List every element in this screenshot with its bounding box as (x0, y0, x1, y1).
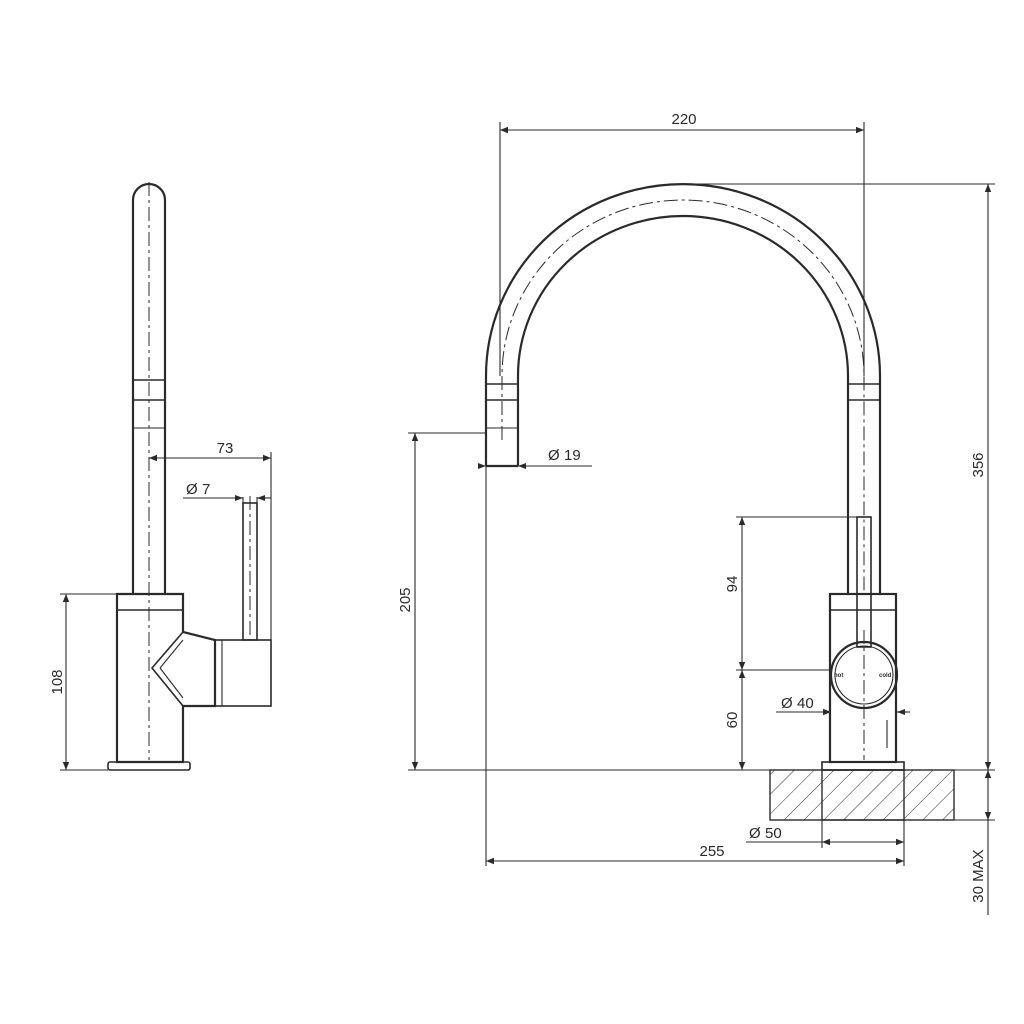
front-spout-inner (516, 214, 850, 594)
side-handle-block (214, 639, 272, 707)
dim-dia40-label: 40 (797, 695, 814, 712)
mounting-hole (821, 769, 905, 821)
dim-94-label: 94 (724, 576, 741, 593)
side-view: 73 Ø 7 108 (49, 182, 272, 771)
dim-255-label: 255 (699, 843, 724, 860)
dim-220-label: 220 (671, 111, 696, 128)
dim-205-label: 205 (397, 587, 414, 612)
benchtop-section (769, 769, 955, 821)
dim-dia7-symbol: Ø (186, 481, 198, 498)
dim-73-label: 73 (217, 440, 234, 457)
side-body (115, 592, 217, 764)
side-base-plate (107, 761, 191, 771)
dim-dia19-label: 19 (564, 447, 581, 464)
front-lever (856, 516, 872, 648)
dim-356-label: 356 (970, 452, 987, 477)
dim-108-label: 108 (49, 669, 66, 694)
front-base-plate (821, 761, 905, 771)
dim-dia7-label: 7 (202, 481, 210, 498)
dim-dia50-symbol: Ø (749, 825, 761, 842)
front-view: hot cold 220 356 30 MAX 205 Ø 1 (397, 111, 995, 915)
dim-dia40-symbol: Ø (781, 695, 793, 712)
dim-30max-label: 30 MAX (970, 849, 987, 902)
dim-dia19-symbol: Ø (548, 447, 560, 464)
cold-label: cold (879, 673, 892, 679)
dim-dia50-label: 50 (765, 825, 782, 842)
hot-label: hot (834, 673, 843, 679)
side-handle-hub (150, 631, 184, 707)
front-spout-outer (484, 182, 882, 594)
dim-60-label: 60 (724, 712, 741, 729)
front-spout-centerline (501, 199, 865, 594)
